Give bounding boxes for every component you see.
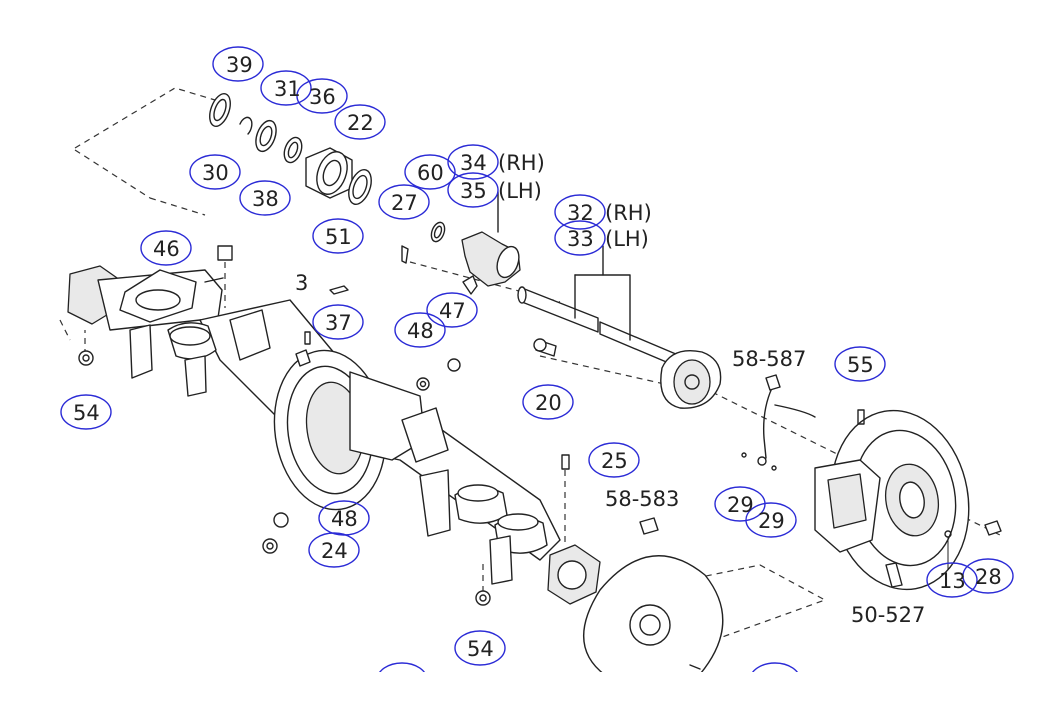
callout-54-bottom: 54 xyxy=(467,637,494,661)
callout-31: 31 xyxy=(274,77,301,101)
callout-39: 39 xyxy=(226,53,253,77)
bearing-seal-stack xyxy=(209,93,372,205)
callout-35: 35 xyxy=(460,179,487,203)
callout-30: 30 xyxy=(202,161,229,185)
axle-housing xyxy=(167,285,601,606)
brake-backing-plate xyxy=(582,517,724,681)
left-axle-housing-end xyxy=(67,245,233,379)
callout-24: 24 xyxy=(321,539,348,563)
retainer-and-seal xyxy=(401,191,521,391)
callout-28: 28 xyxy=(975,565,1002,589)
callout-20: 20 xyxy=(535,391,562,415)
callout-48-lower: 48 xyxy=(331,507,358,531)
callout-34-side: (RH) xyxy=(498,151,545,175)
callout-55: 55 xyxy=(847,353,874,377)
callout-labels: 39 31 36 22 30 38 60 34 (RH) 35 (LH) 27 … xyxy=(73,53,1002,661)
callout-32: 32 xyxy=(567,201,594,225)
callout-36: 36 xyxy=(309,85,336,109)
callout-33: 33 xyxy=(567,227,594,251)
callout-54-left: 54 xyxy=(73,401,100,425)
callout-32-side: (RH) xyxy=(605,201,652,225)
callout-58-587: 58-587 xyxy=(732,347,806,371)
callout-29-right: 29 xyxy=(758,509,785,533)
callout-50-527: 50-527 xyxy=(851,603,925,627)
callout-22: 22 xyxy=(347,111,374,135)
callout-51: 51 xyxy=(325,225,352,249)
callout-37: 37 xyxy=(325,311,352,335)
callout-58-583: 58-583 xyxy=(605,487,679,511)
callout-60: 60 xyxy=(417,161,444,185)
page-bottom-blank xyxy=(0,672,1063,711)
callout-47: 47 xyxy=(439,299,466,323)
callout-35-side: (LH) xyxy=(498,179,542,203)
callout-3: 3 xyxy=(295,271,308,295)
brake-disc-and-caliper xyxy=(741,374,1002,591)
callout-27: 27 xyxy=(391,191,418,215)
callout-33-side: (LH) xyxy=(605,227,649,251)
callout-13: 13 xyxy=(939,569,966,593)
callout-38: 38 xyxy=(252,187,279,211)
callout-34: 34 xyxy=(460,151,487,175)
callout-48-upper: 48 xyxy=(407,319,434,343)
callout-25: 25 xyxy=(601,449,628,473)
axle-shafts xyxy=(517,245,722,409)
callout-29-left: 29 xyxy=(727,493,754,517)
callout-46: 46 xyxy=(153,237,180,261)
